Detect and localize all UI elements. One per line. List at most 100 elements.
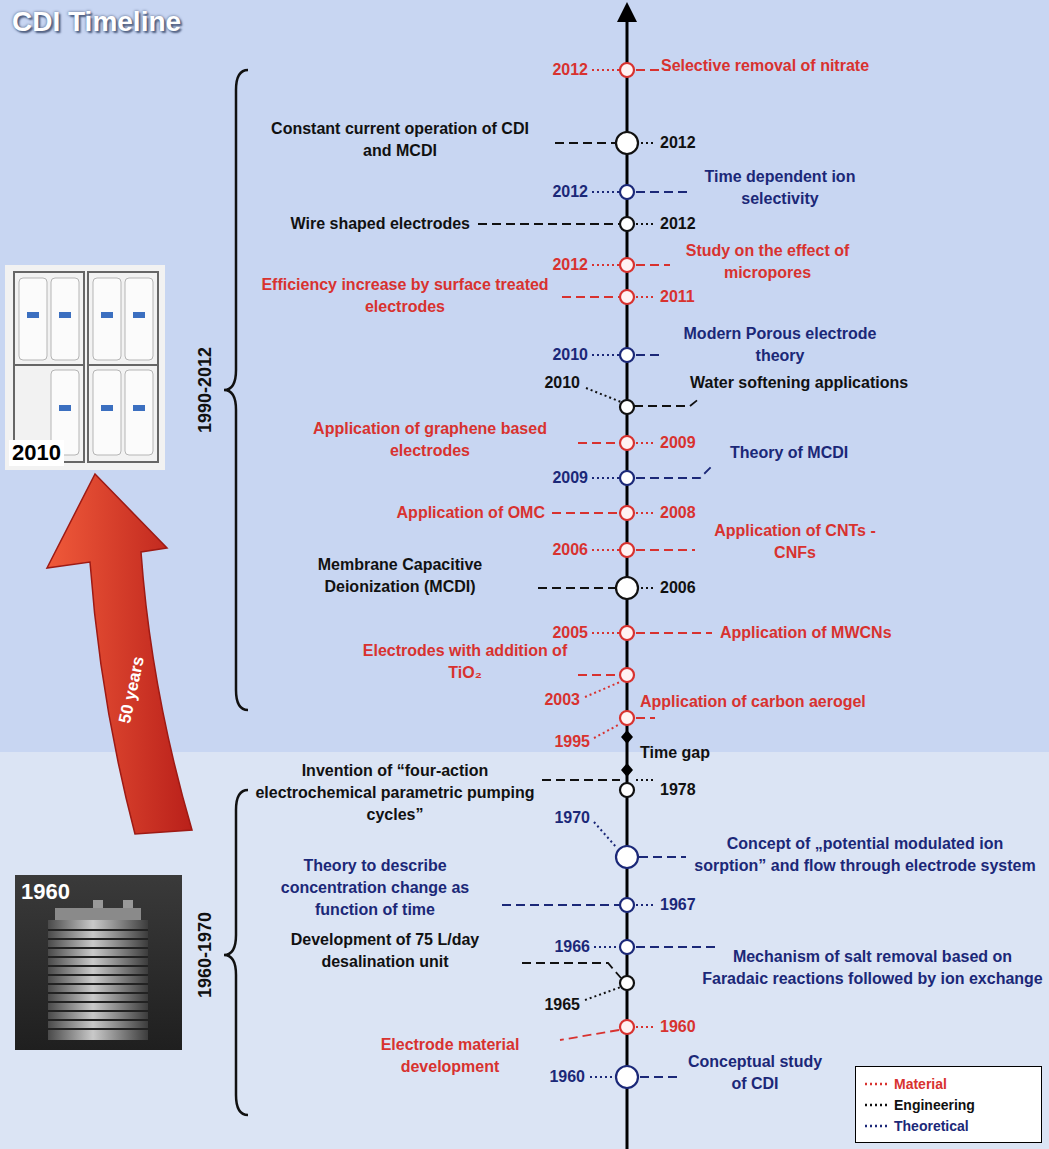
cell-knob: [123, 900, 133, 909]
material-marker: [620, 626, 634, 640]
year-label: 1970: [540, 807, 590, 829]
cabinet-frame: [88, 272, 158, 462]
event-leader: [538, 587, 615, 589]
material-marker: [620, 711, 634, 725]
module-cylinder: [93, 370, 121, 455]
year-label: 1960: [660, 1016, 710, 1038]
cell-knob: [93, 900, 103, 909]
year-label: 2009: [538, 467, 588, 489]
legend-sample-line: [865, 1124, 887, 1127]
year-label: 2011: [660, 286, 710, 308]
photo-frame: 2010: [5, 265, 165, 470]
material-marker: [620, 1020, 634, 1034]
span-arrow: 50 years: [40, 468, 215, 838]
module-badge: [27, 312, 39, 318]
event-label: Mechanism of salt removal based on Farad…: [700, 946, 1045, 990]
material-marker: [620, 258, 634, 272]
year-label: 2010: [538, 344, 588, 366]
year-leader: [636, 442, 656, 444]
event-label: Modern Porous electrode theory: [665, 323, 895, 367]
cell-stack: [48, 920, 148, 1040]
diagram-title: CDI Timeline: [12, 6, 181, 38]
year-leader: [641, 587, 656, 589]
event-leader: [639, 856, 686, 858]
year-label: 1967: [660, 894, 710, 916]
cell-plates: [48, 930, 148, 1029]
event-leader: [636, 464, 714, 478]
year-label: 2012: [538, 59, 588, 81]
cell-plate: [48, 929, 148, 931]
theoretical-marker: [616, 846, 638, 868]
event-leader: [560, 1030, 619, 1040]
legend-sample: [864, 1079, 888, 1089]
year-leader: [592, 477, 619, 479]
legend-sample-line: [865, 1103, 887, 1106]
legend-row: Engineering: [864, 1094, 1033, 1115]
event-label: Conceptual study of CDI: [680, 1051, 830, 1095]
event-label: Theory of MCDI: [730, 442, 880, 464]
theoretical-marker: [620, 940, 634, 954]
material-marker: [620, 668, 634, 682]
cell-plate: [48, 983, 148, 985]
engineering-marker: [620, 400, 634, 414]
event-leader: [578, 674, 619, 676]
cell-cap: [55, 908, 141, 920]
engineering-marker: [620, 976, 634, 990]
year-leader: [641, 142, 656, 144]
year-leader: [592, 632, 619, 634]
year-leader: [592, 549, 619, 551]
year-label: 1978: [660, 779, 710, 801]
material-marker: [620, 506, 634, 520]
year-label: 2012: [538, 181, 588, 203]
event-leader: [555, 142, 615, 144]
event-label: Time dependent ion selectivity: [670, 166, 890, 210]
theoretical-marker: [620, 898, 634, 912]
year-leader: [636, 223, 656, 225]
year-leader: [594, 946, 620, 948]
period-label: 1990-2012: [194, 325, 216, 455]
photo-ground: [15, 875, 182, 1050]
event-leader: [636, 191, 690, 193]
engineering-marker: [616, 132, 638, 154]
year-leader: [592, 191, 619, 193]
event-leader: [578, 442, 619, 444]
legend-sample-line: [865, 1082, 887, 1085]
gap-marker: [621, 763, 633, 777]
event-leader: [636, 264, 670, 266]
cell-plate: [48, 1010, 148, 1012]
year-leader: [594, 822, 617, 848]
event-label: Application of OMC: [300, 502, 545, 524]
legend-row: Theoretical: [864, 1115, 1033, 1136]
engineering-marker: [620, 217, 634, 231]
event-label: Theory to describe concentration change …: [255, 855, 495, 921]
legend-row: Material: [864, 1073, 1033, 1094]
year-leader: [585, 987, 621, 1000]
module-badge: [59, 405, 71, 411]
year-label: 2005: [538, 622, 588, 644]
event-label: Application of CNTs - CNFs: [700, 520, 890, 564]
period-bracket: [224, 790, 248, 1115]
photo-year: 2010: [9, 440, 64, 466]
event-label: Application of MWCNs: [720, 622, 920, 644]
photo-2010: [5, 265, 165, 470]
event-leader: [542, 779, 620, 781]
cell-plate: [48, 992, 148, 994]
event-leader: [634, 398, 700, 406]
event-leader: [640, 1076, 678, 1078]
theoretical-marker: [616, 1066, 638, 1088]
legend-sample: [864, 1121, 888, 1131]
event-label: Study on the effect of micropores: [660, 240, 875, 284]
year-label: 2003: [530, 689, 580, 711]
event-leader: [636, 632, 712, 634]
event-label: Development of 75 L/day desalination uni…: [255, 929, 515, 973]
period-label: 1960-1970: [194, 890, 216, 1020]
cabinet-shelf: [14, 364, 84, 366]
event-label: Time gap: [640, 742, 740, 764]
year-leader: [636, 1026, 656, 1028]
module-badge: [101, 405, 113, 411]
event-markers: [616, 63, 638, 1088]
event-label: Wire shaped electrodes: [255, 213, 470, 235]
engineering-marker: [620, 783, 634, 797]
year-leader: [636, 779, 656, 781]
year-leader: [590, 1076, 614, 1078]
